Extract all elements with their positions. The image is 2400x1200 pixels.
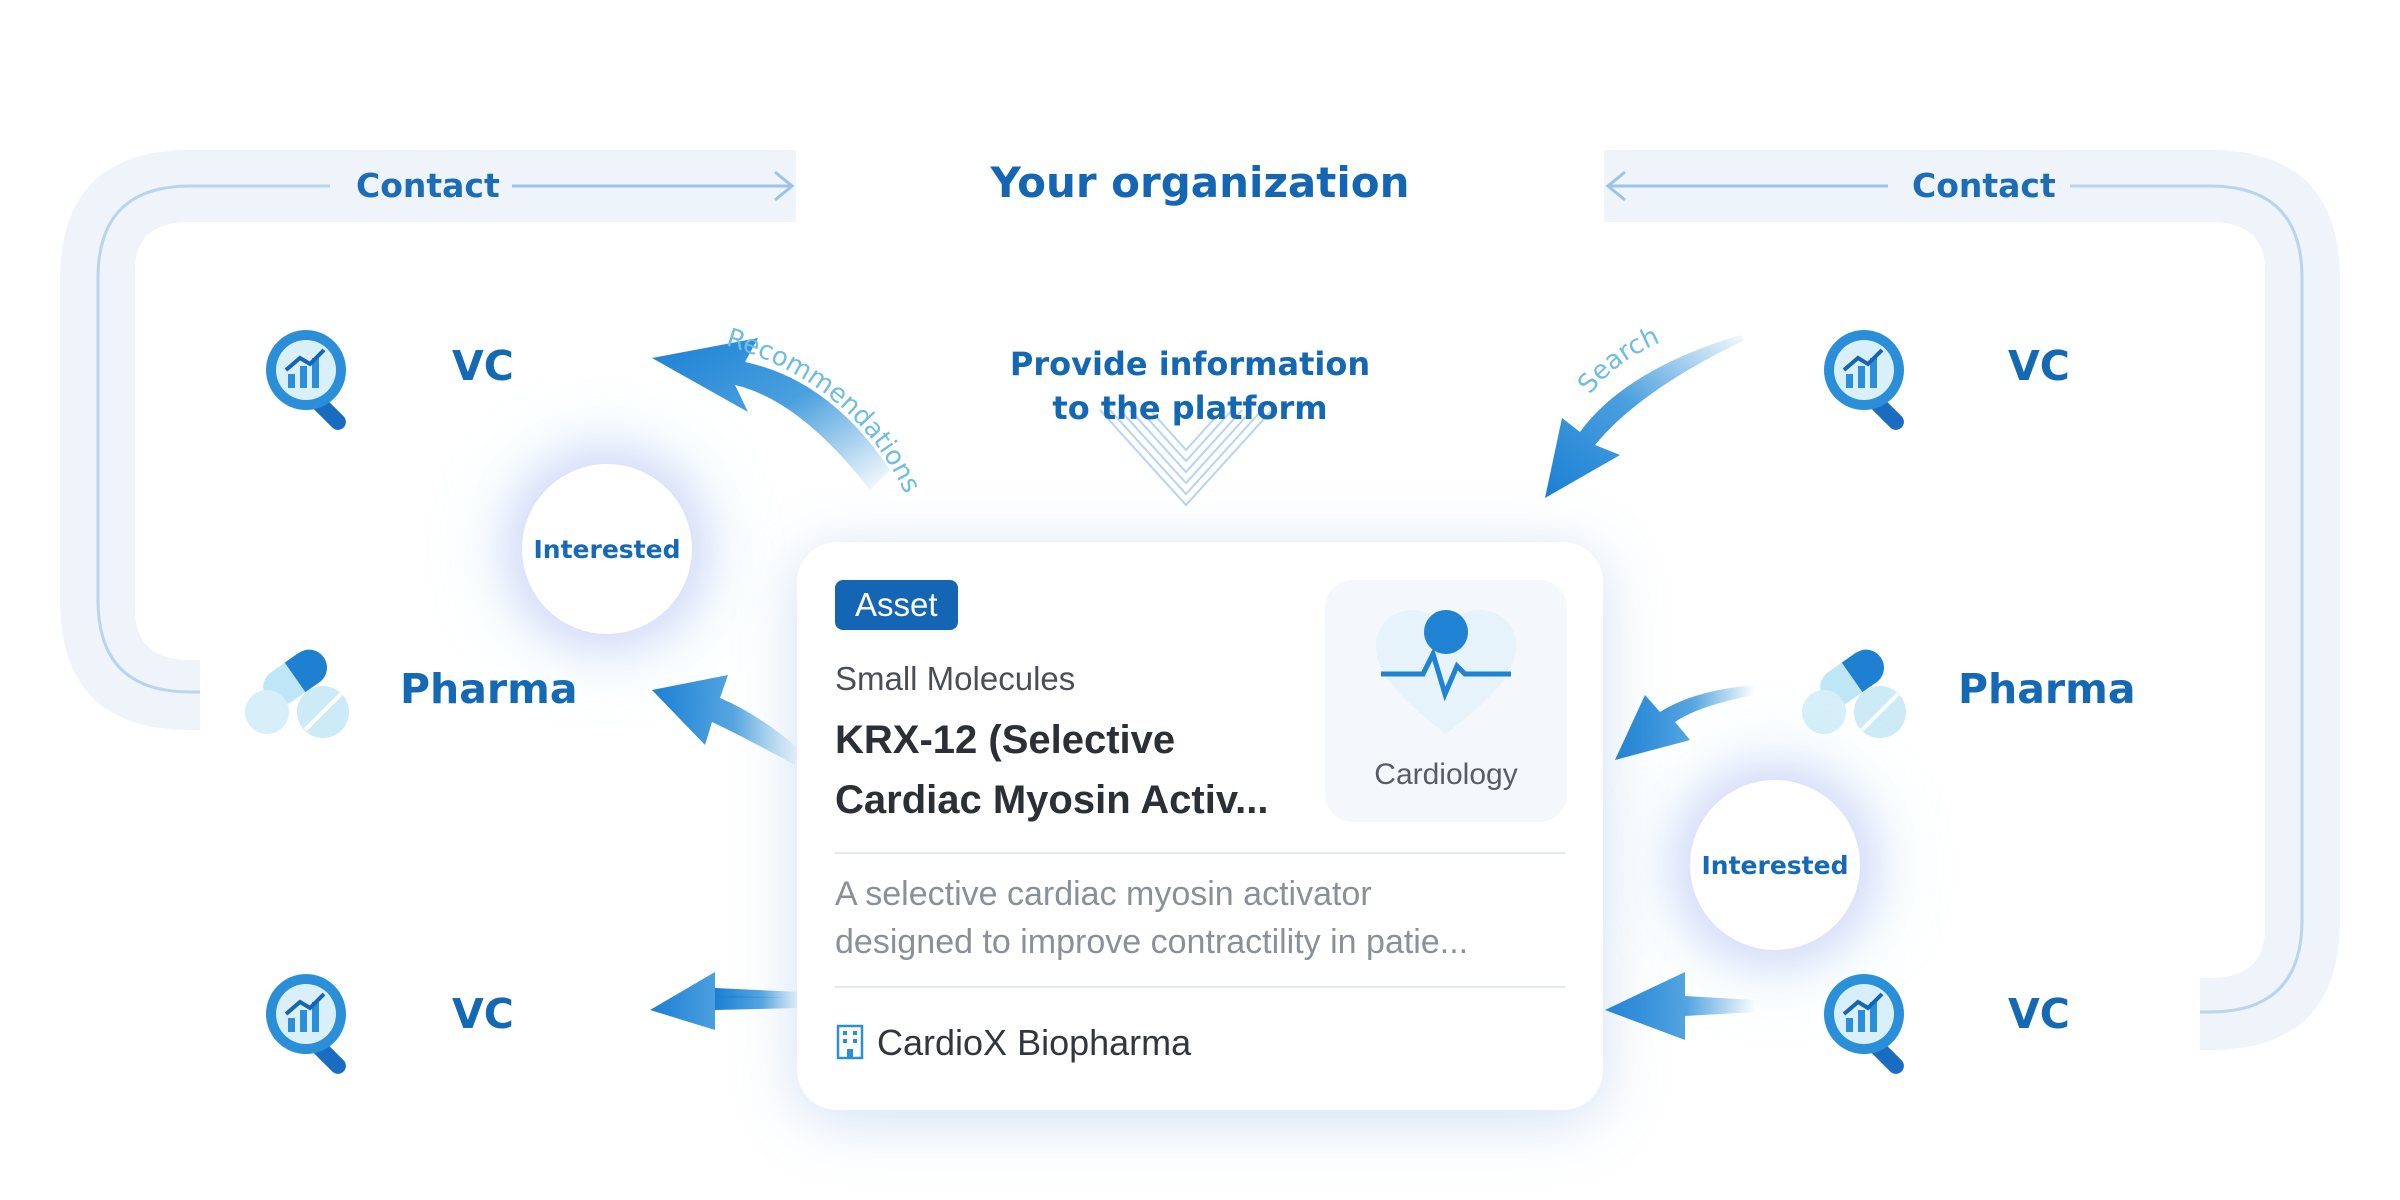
right-vc-bottom-label: VC xyxy=(2008,990,2070,1038)
right-frame xyxy=(1604,150,2340,1050)
arrow-to-left-pharma xyxy=(652,675,800,765)
provide-info-line2: to the platform xyxy=(1052,389,1328,427)
asset-card[interactable]: Asset Small Molecules KRX-12 (Selective … xyxy=(797,542,1603,1110)
vc-analytics-icon xyxy=(266,330,346,430)
pharma-capsule-icon xyxy=(1802,649,1906,738)
right-contact-arrowhead xyxy=(1605,170,1626,202)
provide-info-line1: Provide information xyxy=(1009,345,1371,383)
asset-name: KRX-12 (Selective Cardiac Myosin Activ..… xyxy=(835,710,1305,830)
left-contact-arrowhead xyxy=(774,170,795,202)
left-frame-line xyxy=(96,184,330,694)
right-pharma-label: Pharma xyxy=(1958,665,2136,713)
left-pharma-node[interactable] xyxy=(245,636,365,750)
asset-name-line2: Cardiac Myosin Activ... xyxy=(835,778,1269,822)
provide-info-label: Provide information to the platform xyxy=(980,342,1400,430)
therapeutic-area-tile: Cardiology xyxy=(1325,580,1567,822)
recommendations-arrow xyxy=(652,338,890,490)
arrow-to-left-vc-body xyxy=(715,988,800,1010)
arrow-from-right-vc xyxy=(1605,972,1755,1040)
left-pharma-label: Pharma xyxy=(400,665,578,713)
vc-analytics-icon xyxy=(1824,974,1904,1074)
asset-description: A selective cardiac myosin activator des… xyxy=(835,870,1565,966)
contact-label-left: Contact xyxy=(356,166,500,205)
card-divider-bottom xyxy=(835,986,1565,988)
right-vc-top-label: VC xyxy=(2008,342,2070,390)
right-frame-line xyxy=(2070,184,2304,1014)
vc-analytics-icon xyxy=(266,974,346,1074)
left-vc-top-node[interactable] xyxy=(258,322,368,436)
right-vc-bottom-node[interactable] xyxy=(1816,966,1926,1080)
asset-name-line1: KRX-12 (Selective xyxy=(835,718,1176,762)
asset-category: Small Molecules xyxy=(835,660,1076,697)
right-vc-top-node[interactable] xyxy=(1816,322,1926,436)
search-arrow xyxy=(1545,335,1745,498)
left-frame xyxy=(60,150,796,730)
asset-description-line2: designed to improve contractility in pat… xyxy=(835,923,1469,961)
asset-badge: Asset xyxy=(835,580,958,630)
provide-funnel xyxy=(1099,409,1273,507)
company-name: CardioX Biopharma xyxy=(877,1022,1192,1063)
card-divider-top xyxy=(835,852,1565,854)
organization-title: Your organization xyxy=(990,158,1410,207)
left-vc-top-label: VC xyxy=(452,342,514,390)
heart-pulse-icon xyxy=(1376,610,1516,734)
arrow-to-left-vc xyxy=(650,972,795,1030)
interested-bubble-left: Interested xyxy=(522,464,692,634)
vc-analytics-icon xyxy=(1824,330,1904,430)
therapeutic-area-label: Cardiology xyxy=(1374,758,1518,791)
pharma-capsule-icon xyxy=(245,649,349,738)
left-vc-bottom-node[interactable] xyxy=(258,966,368,1080)
contact-label-right: Contact xyxy=(1912,166,2056,205)
asset-description-line1: A selective cardiac myosin activator xyxy=(835,875,1372,913)
search-label: Search xyxy=(1572,321,1664,399)
arrow-from-right-pharma xyxy=(1615,685,1755,760)
interested-bubble-right: Interested xyxy=(1690,780,1860,950)
right-pharma-node[interactable] xyxy=(1802,636,1922,750)
building-icon xyxy=(836,1024,864,1060)
recommendations-label: Recommendations xyxy=(723,323,926,498)
left-vc-bottom-label: VC xyxy=(452,990,514,1038)
